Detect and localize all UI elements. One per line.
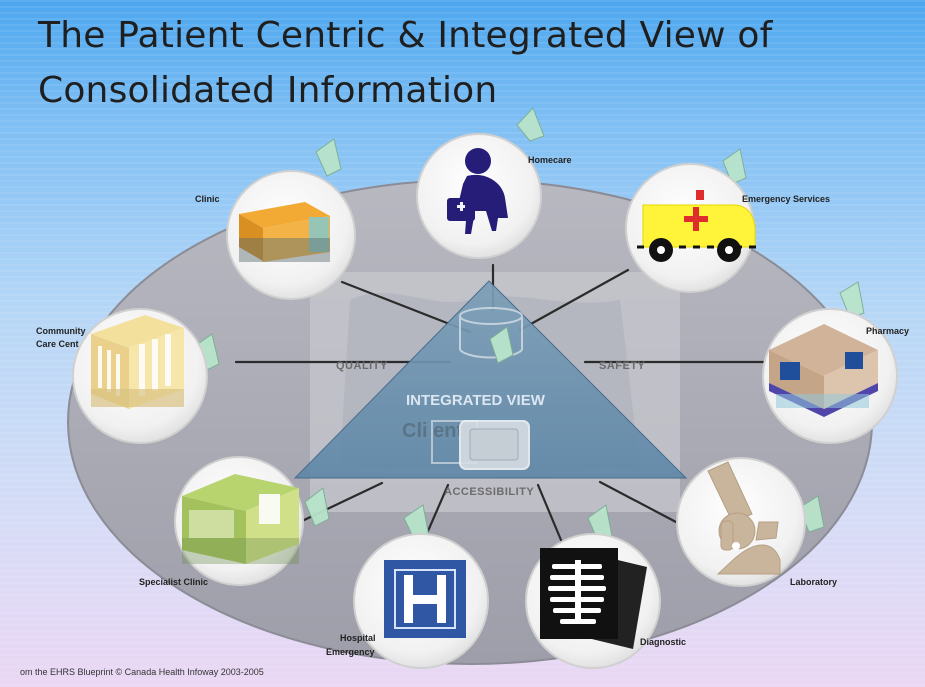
community-label-line-1: Community — [36, 326, 86, 336]
title-line-1: The Patient Centric & Integrated View of — [38, 15, 773, 56]
emergency-services-label: Emergency Services — [742, 194, 830, 204]
pharmacy-label: Pharmacy — [866, 326, 909, 336]
database-icon — [459, 307, 523, 359]
specialist-building-icon — [182, 474, 299, 564]
node-hospital-emergency: Hospital Emergency — [326, 533, 489, 669]
clinic-label: Clinic — [195, 194, 220, 204]
copyright-footer: om the EHRS Blueprint © Canada Health In… — [20, 667, 264, 677]
microscope-icon — [707, 461, 781, 575]
accessibility-label: ACCESSIBILITY — [444, 486, 534, 498]
node-emergency-services: Emergency Services — [625, 163, 830, 293]
specialist-clinic-label: Specialist Clinic — [139, 577, 208, 587]
homecare-label: Homecare — [528, 155, 572, 165]
hospital-label-line-1: Hospital — [340, 633, 376, 643]
monitor-icon — [431, 420, 530, 470]
homecare-worker-icon — [447, 148, 508, 234]
quality-label: QUALITY — [336, 360, 388, 372]
ambulance-icon — [637, 190, 763, 262]
integrated-triangle — [293, 280, 688, 479]
hospital-h-icon — [384, 560, 466, 638]
node-specialist-clinic: Specialist Clinic — [139, 456, 304, 587]
node-laboratory: Laboratory — [676, 457, 837, 587]
diagnostic-label: Diagnostic — [640, 637, 686, 647]
community-label-line-2: Care Cent — [36, 339, 79, 349]
clinic-building-icon — [239, 202, 330, 262]
integrated-view-label: INTEGRATED VIEW — [406, 392, 546, 409]
page-title: The Patient Centric & Integrated View of… — [38, 8, 898, 118]
clinical-events-ghost-text: Cli ents — [402, 420, 474, 442]
community-building-icon — [91, 315, 184, 409]
node-clinic: Clinic — [195, 170, 356, 300]
xray-icon — [540, 548, 647, 649]
node-community: Community Care Cent — [36, 308, 208, 444]
node-diagnostic: Diagnostic — [525, 533, 686, 669]
check-icons — [194, 107, 865, 542]
pharmacy-icon — [769, 324, 878, 417]
safety-label: SAFETY — [599, 360, 646, 372]
laboratory-label: Laboratory — [790, 577, 837, 587]
node-homecare: Homecare — [416, 133, 572, 259]
title-line-2: Consolidated Information — [38, 70, 498, 111]
node-pharmacy: Pharmacy — [762, 308, 909, 444]
hospital-label-line-2: Emergency — [326, 647, 375, 657]
